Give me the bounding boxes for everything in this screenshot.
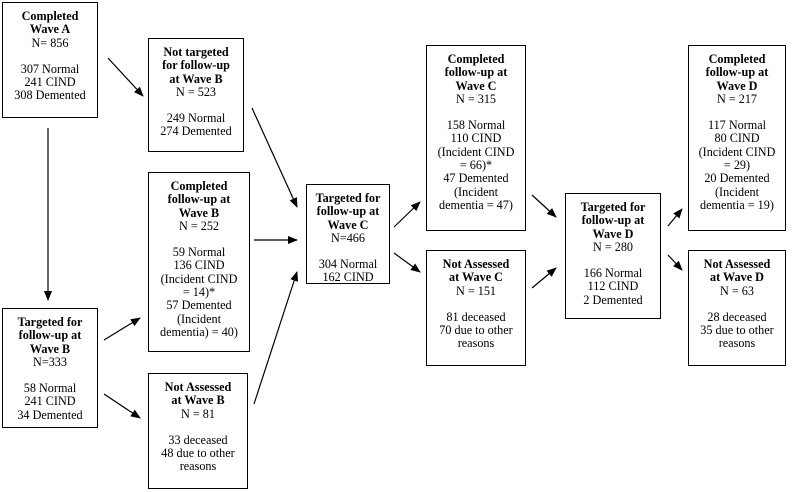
arrow-wave_d_targeted-to-wave_d_completed [667,208,683,227]
box-line: N = 81 [181,406,215,421]
box-title: Not Assessed at Wave D [703,257,771,285]
box-line: 34 Demented [17,407,83,422]
box-line: dementia = 47) [439,197,513,212]
box-line: 112 CIND [587,279,639,294]
box-line: 35 due to other [700,323,774,338]
box-title: Not Assessed at Wave B [164,380,232,408]
box-line: 33 deceased [168,432,228,447]
box-line: N=333 [33,354,67,369]
box-line: = 66)* [459,158,493,173]
box-line: 58 Normal [23,381,77,396]
box-title: Not Assessed at Wave C [442,257,510,285]
box-line: N = 315 [455,91,497,106]
box-line: N = 151 [455,283,497,298]
box-line: dementia) = 40) [160,324,238,339]
arrow-wave_b_targeted-to-wave_b_not_assessed [103,393,141,419]
box-line: (Incident CIND [437,144,515,159]
box-line: reasons [718,336,756,351]
box-line: (Incident [715,184,759,199]
box-line: 249 Normal [166,111,226,126]
box-line: 81 deceased [446,309,506,324]
box-line: 304 Normal [318,257,378,272]
box-line: reasons [179,459,217,474]
box-line: (Incident [454,184,498,199]
arrow-wave_c_targeted-to-wave_c_not_assessed [393,252,421,273]
arrow-wave_c_not_assessed-to-wave_d_targeted [531,267,557,289]
box-line: 117 Normal [707,118,767,133]
box-line: reasons [457,336,495,351]
box-line: 20 Demented [704,171,770,186]
box-line: 158 Normal [446,118,506,133]
box-line: 28 deceased [707,309,767,324]
box-line: (Incident [177,311,221,326]
box-line: 162 CIND [322,270,374,285]
box-line: N = 217 [716,91,758,106]
box-line: N = 523 [175,84,217,99]
box-line: 80 CIND [714,131,760,146]
box-line: 48 due to other [161,446,235,461]
box-title: Completed follow-up at Wave B [167,179,231,220]
box-line: 57 Demented [166,298,232,313]
box-line: (Incident CIND [160,271,238,286]
box-line: 136 CIND [173,258,225,273]
box-line: N = 252 [178,218,220,233]
box-line: N=466 [331,230,365,245]
box-line: = 29) [723,158,751,173]
arrow-wave_c_completed-to-wave_d_targeted [531,194,557,218]
box-title: Completed Wave A [21,9,79,37]
box-line: 2 Demented [583,292,643,307]
arrow-wave_c_targeted-to-wave_c_completed [393,201,421,228]
box-line: N= 856 [31,35,69,50]
box-line: N = 63 [720,283,754,298]
box-line: 70 due to other [439,323,513,338]
box-line: 47 Demented [443,171,509,186]
box-line: 241 CIND [24,75,76,90]
box-line: 274 Demented [160,124,232,139]
box-line: 308 Demented [14,88,86,103]
arrow-wave_a_completed-to-wave_b_not_targeted [107,57,144,97]
arrow-wave_b_targeted-to-wave_b_completed [103,317,141,341]
box-line: = 14)* [182,285,216,300]
box-title: Not targeted for follow-up at Wave B [162,45,230,86]
arrow-wave_d_targeted-to-wave_d_not_assessed [667,254,683,271]
box-line: 59 Normal [172,245,226,260]
arrow-wave_b_not_targeted-to-wave_c_targeted [251,107,298,208]
box-title: Targeted for follow-up at Wave D [580,200,646,241]
box-line: 166 Normal [583,266,643,281]
box-line: (Incident CIND [698,144,776,159]
box-title: Completed follow-up at Wave C [444,52,508,93]
box-line: dementia = 19) [700,197,774,212]
box-line: 307 Normal [20,61,80,76]
arrow-wave_b_not_assessed-to-wave_c_targeted [253,271,299,405]
box-line: N = 280 [592,239,634,254]
box-line: 110 CIND [450,131,502,146]
box-line: 241 CIND [24,394,76,409]
box-title: Completed follow-up at Wave D [705,52,769,93]
box-title: Targeted for follow-up at Wave C [315,191,381,232]
box-title: Targeted for follow-up at Wave B [17,315,83,356]
